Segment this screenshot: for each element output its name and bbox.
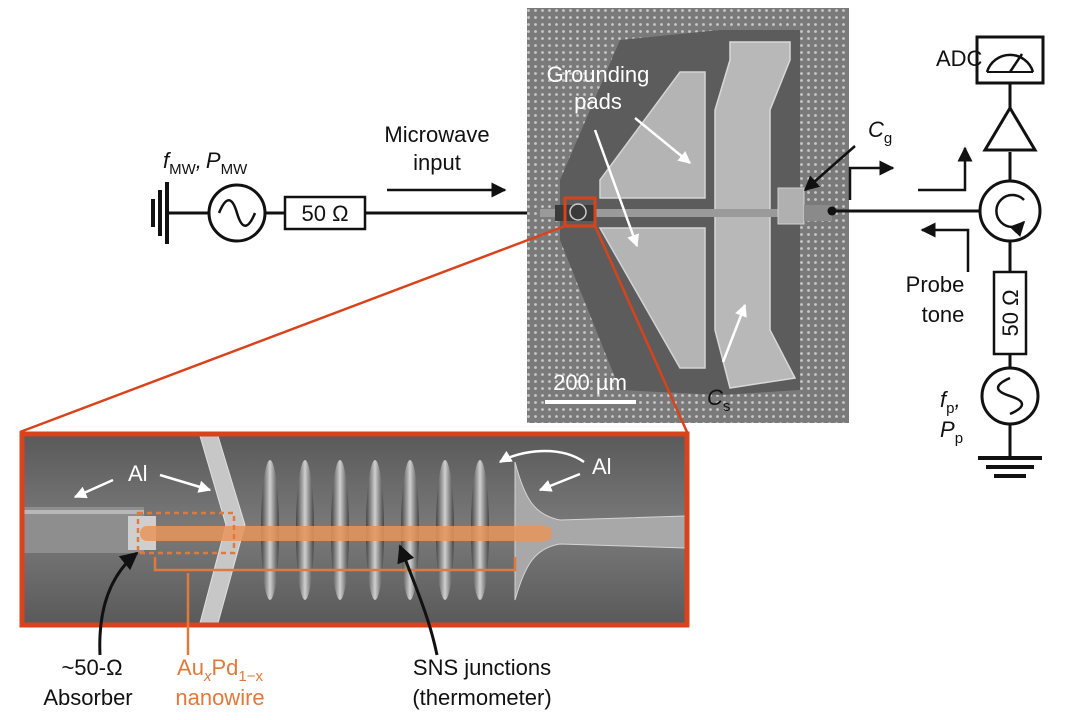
grounding-pad-lower	[598, 227, 706, 369]
grounding-pads-line1: Grounding	[547, 62, 650, 87]
scale-bar-label: 200 µm	[553, 370, 627, 395]
al-right-label: Al	[592, 454, 612, 479]
inset-sem: Al Al	[24, 435, 686, 624]
chip-image: Grounding pads 200 µm	[527, 8, 849, 423]
nanowire-line2: nanowire	[175, 685, 264, 710]
readout-chain: ADC Probe tone 50 Ω fp, Pp	[827, 35, 1045, 478]
sns-line2: (thermometer)	[412, 685, 551, 710]
mw-source-label: fMW,PMW	[163, 148, 248, 178]
inset-annotations: ~50-Ω Absorber AuxPd1−x nanowire SNS jun…	[43, 544, 552, 710]
resistor-right-label: 50 Ω	[998, 289, 1023, 336]
sns-line1: SNS junctions	[413, 655, 551, 680]
nanowire-line1: AuxPd1−x	[177, 655, 263, 685]
resistor-left	[283, 195, 367, 231]
left-source: 50 Ω fMW,PMW	[151, 148, 545, 244]
microwave-input-line2: input	[413, 150, 461, 175]
absorber-line2: Absorber	[43, 685, 132, 710]
sns-fins	[261, 460, 489, 600]
probe-power-label: Pp	[940, 417, 963, 447]
absorber-line1: ~50-Ω	[61, 655, 122, 680]
microwave-input-line1: Microwave	[384, 122, 489, 147]
grounding-pads-line2: pads	[574, 89, 622, 114]
microwave-input: Microwave input	[384, 122, 507, 198]
cs-label: Cs	[707, 385, 730, 415]
inset-region-box	[563, 196, 597, 228]
nanowire-highlight	[140, 526, 552, 541]
amplifier-icon	[982, 105, 1038, 152]
cg-label: Cg	[868, 117, 892, 147]
circulator-icon	[978, 179, 1042, 243]
probe-tone-line2: tone	[922, 302, 965, 327]
al-left-label: Al	[128, 461, 148, 486]
inset-frame	[19, 431, 690, 628]
probe-freq-label: fp,	[940, 387, 961, 417]
probe-tone-line1: Probe	[906, 272, 965, 297]
grounding-pad-upper	[599, 71, 706, 199]
adc-label: ADC	[936, 46, 983, 71]
resistor-left-label: 50 Ω	[301, 201, 348, 226]
cg-annotation: Cg	[803, 117, 892, 191]
adc-meter-icon	[975, 35, 1045, 85]
